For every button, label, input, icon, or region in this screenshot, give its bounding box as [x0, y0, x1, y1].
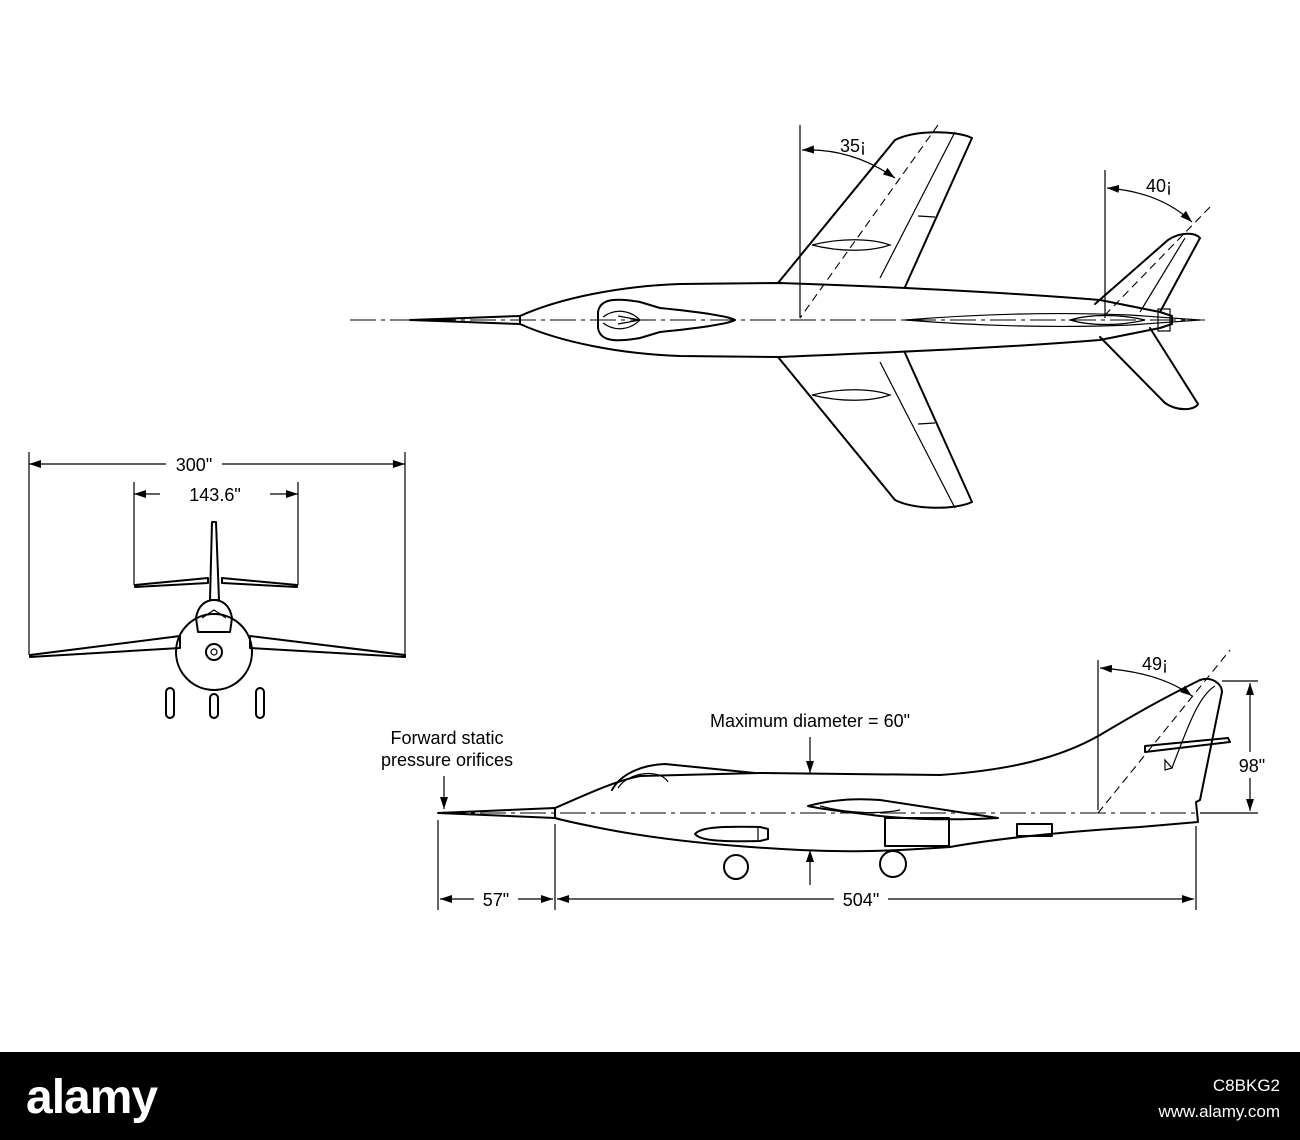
side-fin-height-label: 98" — [1239, 756, 1265, 776]
plan-wing-sweep-label: 35¡ — [840, 136, 866, 156]
side-body-length-label: 504" — [843, 890, 879, 910]
side-fuselage — [554, 678, 1223, 853]
front-gear-right — [255, 687, 265, 719]
alamy-logo: alamy — [26, 1071, 158, 1124]
side-wing — [807, 798, 999, 821]
front-wing-span-label: 300" — [176, 455, 212, 475]
watermark-footer: alamy C8BKG2 www.alamy.com — [0, 1052, 1300, 1140]
side-probe-length-label: 57" — [483, 890, 509, 910]
front-wing — [29, 635, 406, 658]
plan-tail-sweep-label: 40¡ — [1146, 176, 1172, 196]
image-id: C8BKG2 — [1212, 1076, 1280, 1095]
three-view-drawing: 35¡ 40¡ 300" 143.6" — [28, 124, 1272, 911]
plan-fuselage — [519, 282, 1173, 358]
side-pod — [694, 825, 769, 843]
site-url: www.alamy.com — [1158, 1102, 1280, 1121]
front-horizontal-tail — [134, 577, 298, 588]
plan-canopy — [597, 298, 736, 342]
side-orifice-label-line1: Forward static — [390, 728, 503, 748]
plan-tail-upper — [1094, 232, 1201, 313]
front-view: 300" 143.6" — [28, 451, 406, 719]
front-vertical-fin — [209, 521, 220, 601]
plan-view: 35¡ 40¡ — [350, 124, 1211, 509]
side-view: 49¡ Maximum diameter = 60" Forward stati… — [381, 649, 1272, 911]
side-horizontal-tail — [1144, 737, 1231, 753]
side-max-diameter-label: Maximum diameter = 60" — [710, 711, 910, 731]
front-gear-nose — [209, 693, 219, 719]
side-canopy — [611, 763, 756, 791]
plan-wing-lower — [777, 352, 973, 509]
plan-wing-upper — [777, 131, 973, 288]
front-gear-left — [165, 687, 175, 719]
side-nose-wheel — [723, 854, 749, 880]
side-main-wheel — [879, 850, 907, 878]
front-tail-span-label: 143.6" — [189, 485, 240, 505]
side-fin-sweep-label: 49¡ — [1142, 654, 1168, 674]
plan-tail-lower — [1099, 327, 1199, 411]
front-fuselage — [175, 613, 253, 691]
side-intake-box — [884, 817, 950, 847]
side-orifice-label-line2: pressure orifices — [381, 750, 513, 770]
